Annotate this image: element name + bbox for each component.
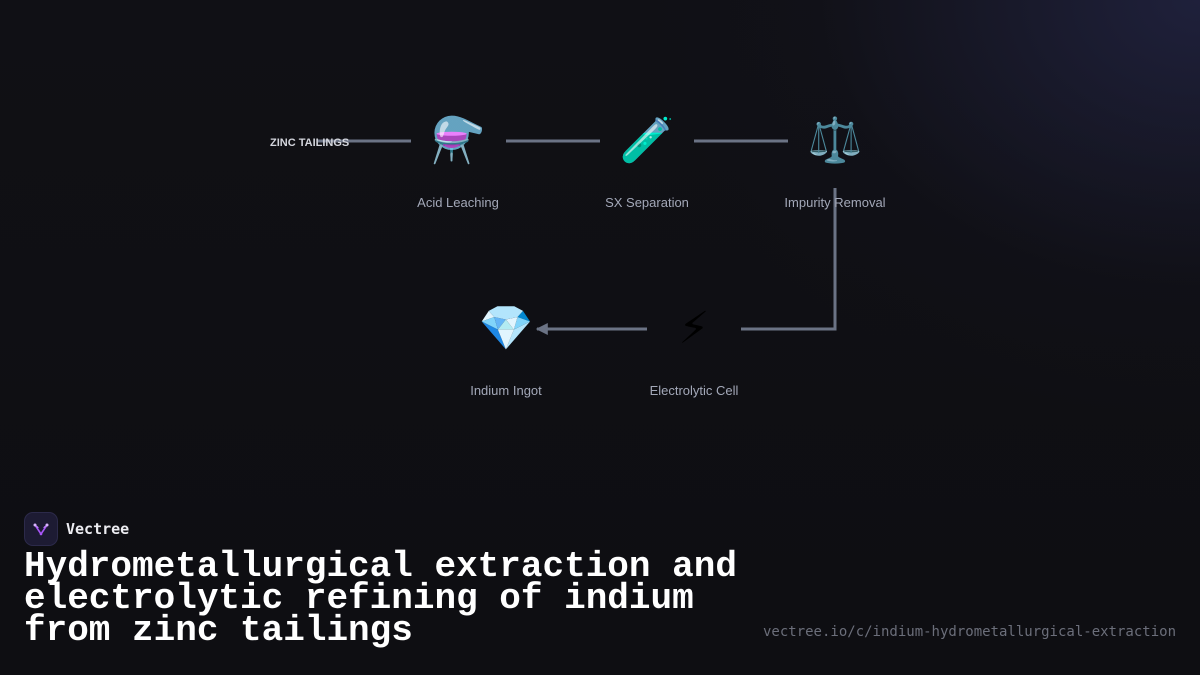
node-label: Acid Leaching — [417, 195, 499, 210]
node-sx-separation[interactable]: 🧪 SX Separation — [605, 115, 689, 210]
node-label: Impurity Removal — [784, 195, 885, 210]
lightning-icon: ⚡ — [679, 303, 710, 354]
brand-name: Vectree — [66, 520, 130, 538]
page-title: Hydrometallurgical extraction and electr… — [24, 546, 737, 651]
alembic-icon: ⚗️ — [431, 115, 486, 166]
node-acid-leaching[interactable]: ⚗️ Acid Leaching — [417, 115, 499, 210]
node-label: Electrolytic Cell — [650, 383, 739, 398]
node-label: SX Separation — [605, 195, 689, 210]
node-indium-ingot[interactable]: 💎 Indium Ingot — [470, 303, 542, 398]
edges — [318, 139, 837, 335]
test-tube-icon: 🧪 — [620, 115, 675, 166]
scales-icon: ⚖️ — [808, 115, 863, 166]
node-label: Indium Ingot — [470, 383, 542, 398]
node-impurity-removal[interactable]: ⚖️ Impurity Removal — [784, 115, 885, 210]
source-url[interactable]: vectree.io/c/indium-hydrometallurgical-e… — [762, 624, 1176, 640]
edge-impurity-removal-to-electrolytic-cell — [741, 188, 837, 331]
node-electrolytic-cell[interactable]: ⚡ Electrolytic Cell — [650, 303, 739, 398]
start-label: ZINC TAILINGS — [270, 137, 349, 149]
brand[interactable]: Vectree — [24, 512, 129, 546]
gem-icon: 💎 — [479, 303, 534, 354]
vectree-logo-icon — [24, 512, 58, 546]
